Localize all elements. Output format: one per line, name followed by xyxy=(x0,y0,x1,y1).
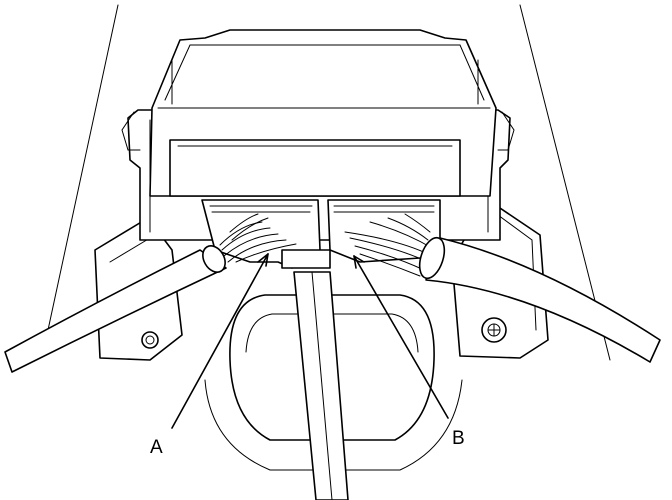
leader-b xyxy=(353,255,449,419)
callout-leaders xyxy=(171,253,449,429)
center-harness xyxy=(293,271,349,500)
leader-a xyxy=(171,253,269,429)
left-harness xyxy=(4,245,227,373)
callout-label-a: A xyxy=(150,437,163,458)
wires-connector-a xyxy=(219,213,297,263)
leader-a-arrow xyxy=(257,253,269,267)
right-harness xyxy=(418,236,661,363)
callout-label-b: B xyxy=(452,428,465,449)
leader-b-arrow xyxy=(353,255,365,269)
